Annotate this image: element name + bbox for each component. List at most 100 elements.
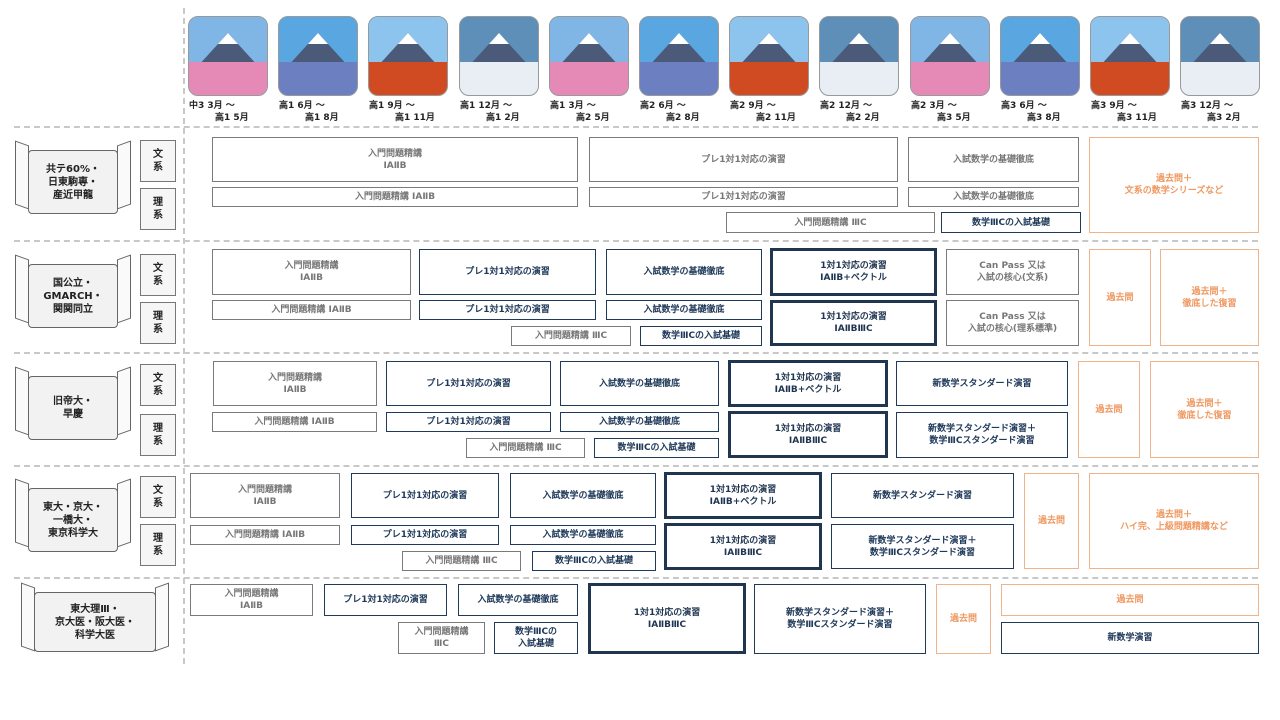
period-end: 高2 2月 xyxy=(846,113,880,123)
period-start: 高2 9月 ～ xyxy=(730,101,776,111)
period-end: 高2 11月 xyxy=(756,113,796,123)
period-label: 高2 6月 ～ 高2 8月 xyxy=(640,100,722,124)
period-start: 高1 9月 ～ xyxy=(369,101,415,111)
season-landscape-image xyxy=(729,16,809,96)
season-landscape-image xyxy=(188,16,268,96)
period-label: 高1 9月 ～ 高1 11月 xyxy=(369,100,451,124)
season-landscape-image xyxy=(278,16,358,96)
subject-tag-bunkei: 文 系 xyxy=(140,254,176,296)
period-end: 高1 8月 xyxy=(305,113,339,123)
period-start: 高3 6月 ～ xyxy=(1001,101,1047,111)
period-start: 高1 6月 ～ xyxy=(279,101,325,111)
study-step-past-exam: 過去問＋ 文系の数学シリーズなど xyxy=(1089,137,1259,233)
timeline-divider xyxy=(183,8,185,664)
study-step: プレ1対1対応の演習 xyxy=(386,412,551,432)
period-label: 高3 9月 ～ 高3 11月 xyxy=(1091,100,1173,124)
period-start: 高2 6月 ～ xyxy=(640,101,686,111)
row-separator xyxy=(14,126,1258,128)
period-label: 高3 12月 ～ 高3 2月 xyxy=(1181,100,1263,124)
study-step: 入試数学の基礎徹底 xyxy=(908,137,1079,182)
study-step: 入門問題精講 ⅠAⅡB xyxy=(213,361,377,406)
period-start: 高1 12月 ～ xyxy=(460,101,513,111)
period-end: 高2 8月 xyxy=(666,113,700,123)
study-step: 入門問題精講 ⅢC xyxy=(511,326,631,346)
period-end: 高3 2月 xyxy=(1207,113,1241,123)
study-step: 入門問題精講 ⅠAⅡB xyxy=(190,473,340,518)
study-step: Can Pass 又は 入試の核心(理系標準) xyxy=(946,300,1079,346)
study-step: 入門問題精講 ⅢC xyxy=(466,438,585,458)
study-step-past-exam: 過去問 xyxy=(1078,361,1140,458)
period-end: 高1 5月 xyxy=(215,113,249,123)
study-step: Can Pass 又は 入試の核心(文系) xyxy=(946,249,1079,295)
level-label-tier5: 東大理Ⅲ・ 京大医・阪大医・ 科学大医 xyxy=(34,592,156,652)
period-label: 高2 9月 ～ 高2 11月 xyxy=(730,100,812,124)
period-end: 高3 8月 xyxy=(1027,113,1061,123)
study-step: 入門問題精講 ⅠAⅡB xyxy=(212,412,377,432)
row-separator xyxy=(14,465,1258,467)
study-step-past-exam: 過去問＋ ハイ完、上級問題精講など xyxy=(1089,473,1259,569)
study-step: 新数学スタンダード演習 xyxy=(831,473,1014,518)
study-step: プレ1対1対応の演習 xyxy=(351,473,499,518)
period-start: 高2 12月 ～ xyxy=(820,101,873,111)
study-step: プレ1対1対応の演習 xyxy=(324,584,447,616)
season-landscape-image xyxy=(549,16,629,96)
subject-tag-bunkei: 文 系 xyxy=(140,140,176,182)
period-label: 高3 6月 ～ 高3 8月 xyxy=(1001,100,1083,124)
period-label: 中3 3月 ～ 高1 5月 xyxy=(189,100,271,124)
season-landscape-image xyxy=(819,16,899,96)
study-step-core: 1対1対応の演習 ⅠAⅡB+ベクトル xyxy=(728,360,888,407)
study-step: 入門問題精講 ⅢC xyxy=(402,551,521,571)
subject-tag-rikei: 理 系 xyxy=(140,302,176,344)
period-end: 高2 5月 xyxy=(576,113,610,123)
study-step: プレ1対1対応の演習 xyxy=(589,137,898,182)
period-start: 高3 9月 ～ xyxy=(1091,101,1137,111)
study-step-past-exam: 過去問 xyxy=(1024,473,1079,569)
period-end: 高1 2月 xyxy=(486,113,520,123)
study-step: 数学ⅢCの入試基礎 xyxy=(532,551,656,571)
study-step: 入門問題精講 ⅠAⅡB xyxy=(190,584,313,616)
study-step: 入試数学の基礎徹底 xyxy=(510,473,656,518)
subject-tag-bunkei: 文 系 xyxy=(140,364,176,406)
season-landscape-image xyxy=(459,16,539,96)
study-step: 入門問題精講 ⅢC xyxy=(726,212,935,233)
study-step: 数学ⅢCの入試基礎 xyxy=(640,326,762,346)
study-step-past-exam: 過去問 xyxy=(1001,584,1259,616)
subject-tag-rikei: 理 系 xyxy=(140,414,176,456)
subject-tag-rikei: 理 系 xyxy=(140,188,176,230)
season-landscape-image xyxy=(368,16,448,96)
study-step: 数学ⅢCの 入試基礎 xyxy=(494,622,578,654)
study-step: 入試数学の基礎徹底 xyxy=(908,187,1079,207)
period-label: 高2 12月 ～ 高2 2月 xyxy=(820,100,902,124)
period-end: 高3 5月 xyxy=(937,113,971,123)
study-step: 数学ⅢCの入試基礎 xyxy=(594,438,719,458)
level-label-tier2: 国公立・ GMARCH・ 関関同立 xyxy=(28,264,118,328)
study-step: プレ1対1対応の演習 xyxy=(351,525,499,545)
study-step-past-exam: 過去問 xyxy=(1089,249,1151,346)
study-step-core: 1対1対応の演習 ⅠAⅡB+ベクトル xyxy=(664,472,822,519)
row-separator xyxy=(14,352,1258,354)
period-start: 高2 3月 ～ xyxy=(911,101,957,111)
period-start: 高3 12月 ～ xyxy=(1181,101,1234,111)
subject-tag-bunkei: 文 系 xyxy=(140,476,176,518)
study-step-core: 1対1対応の演習 ⅠAⅡBⅢC xyxy=(728,411,888,458)
study-step: 入門問題精講 ⅠAⅡB xyxy=(212,137,578,182)
period-label: 高1 12月 ～ 高1 2月 xyxy=(460,100,542,124)
season-landscape-image xyxy=(639,16,719,96)
study-step-core: 1対1対応の演習 ⅠAⅡB+ベクトル xyxy=(770,248,937,296)
study-step: 入試数学の基礎徹底 xyxy=(560,412,719,432)
row-separator xyxy=(14,240,1258,242)
study-step-past-exam: 過去問＋ 徹底した復習 xyxy=(1160,249,1259,346)
study-step: プレ1対1対応の演習 xyxy=(589,187,898,207)
period-end: 高1 11月 xyxy=(395,113,435,123)
row-separator xyxy=(14,577,1258,579)
season-landscape-image xyxy=(1180,16,1260,96)
period-start: 中3 3月 ～ xyxy=(189,101,235,111)
season-landscape-image xyxy=(1090,16,1170,96)
study-step-core: 1対1対応の演習 ⅠAⅡBⅢC xyxy=(588,583,746,654)
period-start: 高1 3月 ～ xyxy=(550,101,596,111)
season-landscape-image xyxy=(1000,16,1080,96)
study-step: 新数学スタンダード演習＋ 数学ⅢCスタンダード演習 xyxy=(896,412,1068,458)
study-step-past-exam: 過去問＋ 徹底した復習 xyxy=(1150,361,1259,458)
study-step-core: 1対1対応の演習 ⅠAⅡBⅢC xyxy=(664,523,822,570)
period-end: 高3 11月 xyxy=(1117,113,1157,123)
